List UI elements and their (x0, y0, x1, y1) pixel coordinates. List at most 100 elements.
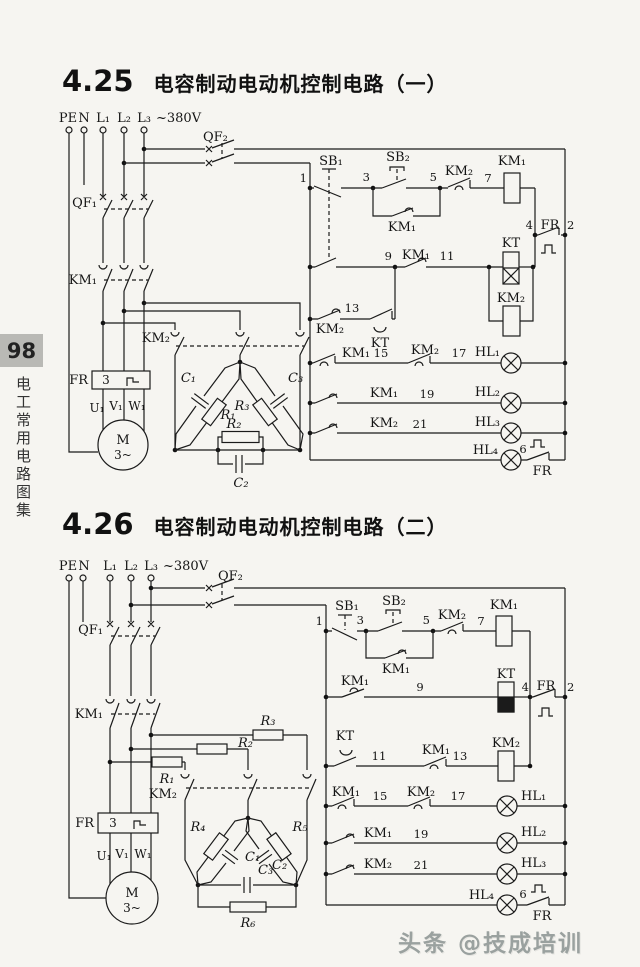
label-sb2: SB₂ (386, 150, 410, 165)
node-9: 9 (416, 680, 423, 694)
km2-nc-contact (440, 621, 464, 635)
label-l1: L₁ (103, 559, 117, 574)
km2-nc-contact (447, 177, 471, 191)
node-17: 17 (451, 789, 466, 803)
label-kt-coil: KT (502, 236, 521, 251)
km1-coil (503, 172, 521, 204)
label-motor-3ph: 3~ (123, 901, 141, 915)
label-motor-m: M (116, 433, 129, 448)
capacitor-c2 (235, 455, 243, 473)
resistor-r2 (196, 743, 228, 755)
capacitor-c3 (269, 393, 289, 409)
node-13: 13 (453, 749, 468, 763)
fr-nc-contact-r7 (526, 451, 550, 461)
node-2: 2 (567, 218, 574, 232)
km1-no-contact-r5 (314, 393, 338, 404)
label-l3: L₃ (137, 111, 151, 126)
sb1-nc-contact (313, 185, 342, 198)
heater-icon (133, 820, 146, 829)
hl1-lamp (496, 795, 518, 817)
sidebar-book-title: 电工常用电路图集 (14, 376, 32, 520)
label-km2-nc: KM₂ (438, 608, 466, 623)
terminal-l3 (140, 126, 148, 134)
fr-nc-contact-r7 (526, 896, 550, 906)
label-r1: R₁ (220, 408, 236, 423)
c426-km1-main-contacts: KM₁ (75, 698, 161, 729)
label-fr-r7: FR (533, 909, 553, 924)
label-sb2: SB₂ (382, 594, 406, 609)
label-fr-r7: FR (533, 464, 553, 479)
label-r6: R₆ (240, 916, 256, 931)
label-v1: V₁ (114, 847, 128, 861)
label-qf2: QF₂ (218, 569, 243, 584)
label-kt-coil: KT (497, 667, 516, 682)
label-hl1: HL₁ (521, 789, 546, 804)
fr-pulse-icon (538, 707, 553, 717)
c425-qf1-breaker: QF₁ (72, 193, 154, 219)
label-hl3: HL₃ (521, 856, 546, 871)
section-heading-425: 电容制动电动机控制电路（一） (153, 72, 448, 96)
label-c2: C₂ (233, 476, 248, 491)
label-qf1: QF₁ (78, 623, 103, 638)
node-11: 11 (440, 249, 455, 263)
resistor-r3 (251, 397, 279, 427)
terminal-n (80, 126, 88, 134)
km2-coil (497, 750, 515, 782)
label-hl4: HL₄ (473, 443, 498, 458)
label-fr-box: FR (69, 373, 89, 388)
label-qf1: QF₁ (72, 196, 97, 211)
km1-nc-contact-r3 (423, 756, 447, 770)
c425-km1-main-contacts: KM₁ (69, 264, 154, 292)
label-km2-coil: KM₂ (492, 736, 520, 751)
hl2-lamp (496, 832, 518, 854)
resistor-r1 (151, 756, 183, 768)
watermark: 头条 @技成培训 (398, 931, 584, 957)
label-km2-nc: KM₂ (445, 164, 473, 179)
c425-supply-terminals: PE N L₁ L₂ L₃ ~380V (59, 111, 202, 134)
label-r1: R₁ (159, 772, 175, 787)
label-c3: C₃ (288, 371, 303, 386)
label-voltage: ~380V (163, 559, 209, 574)
label-l1: L₁ (96, 111, 110, 126)
label-l2: L₂ (117, 111, 131, 126)
hl2-lamp (500, 392, 522, 414)
km1-selfhold-contact (384, 649, 407, 659)
fr-nc-contact (532, 688, 556, 698)
label-qf2: QF₂ (203, 130, 228, 145)
node-2: 2 (567, 680, 574, 694)
node-21: 21 (413, 417, 428, 431)
node-7: 7 (484, 171, 491, 185)
label-motor-m: M (125, 886, 138, 901)
label-pe: PE (59, 111, 77, 126)
label-pe: PE (59, 559, 77, 574)
label-u1: U₁ (90, 401, 105, 415)
label-kt-contact: KT (371, 336, 390, 351)
resistor-r1 (200, 397, 228, 427)
section-number-425: 4.25 (62, 64, 134, 98)
hl1-lamp (500, 352, 522, 374)
fr-thermal-icon (530, 439, 545, 448)
km1-no-contact (404, 257, 427, 268)
label-km1-coil: KM₁ (490, 598, 518, 613)
label-c1: C₁ (245, 850, 260, 865)
node-21: 21 (414, 858, 429, 872)
label-r2: R₂ (226, 417, 242, 432)
label-c3: C₃ (258, 863, 273, 878)
label-u1: U₁ (97, 849, 112, 863)
section-title-426: 4.26 电容制动电动机控制电路（二） (62, 507, 448, 541)
label-km1-r4: KM₁ (342, 346, 370, 361)
node-1: 1 (300, 171, 307, 185)
kt-delay-contact (333, 749, 357, 767)
node-15: 15 (373, 789, 388, 803)
label-r2: R₂ (237, 736, 253, 751)
capacitor-c3 (243, 877, 251, 893)
node-1: 1 (316, 614, 323, 628)
terminal-pe (65, 574, 73, 582)
sb2-no-contact (381, 178, 407, 189)
capacitor-c1 (221, 849, 239, 865)
node-6: 6 (519, 442, 526, 456)
c426-brake-capacitor-network: R₄ C₁ R₅ C₂ C₃ R₆ (190, 815, 308, 931)
node-19: 19 (420, 387, 435, 401)
node-11: 11 (372, 749, 387, 763)
label-km2-brake: KM₂ (149, 787, 177, 802)
